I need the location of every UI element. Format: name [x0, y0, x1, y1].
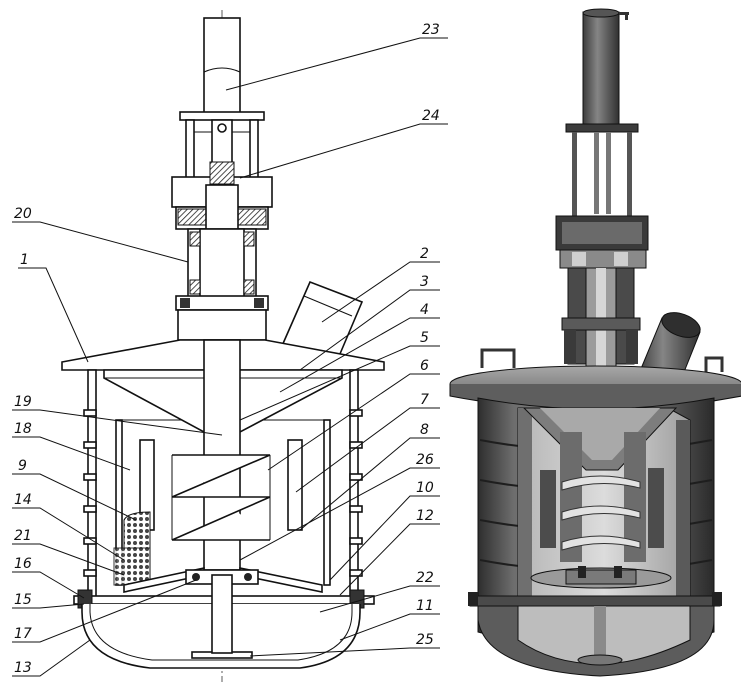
section-drawing: 23 24 20 2 1 3 4 5 6 19 7 18 8 26 9 10 1… [12, 10, 448, 682]
callout-26: 26 [416, 452, 434, 468]
callout-15: 15 [14, 592, 32, 608]
callout-4: 4 [420, 302, 429, 318]
callout-23: 23 [422, 22, 440, 38]
callout-6: 6 [420, 358, 429, 374]
ribs-left [83, 409, 97, 577]
callout-20: 20 [14, 206, 32, 222]
callout-16: 16 [14, 556, 32, 572]
callout-labels: 23 24 20 2 1 3 4 5 6 19 7 18 8 26 9 10 1… [14, 22, 440, 676]
callout-7: 7 [420, 392, 429, 408]
cutaway-render [449, 8, 741, 677]
callout-21: 21 [14, 528, 32, 544]
callout-19: 19 [14, 394, 32, 410]
callout-14: 14 [14, 492, 32, 508]
callout-24: 24 [422, 108, 440, 124]
ribs-right [349, 409, 363, 577]
callout-3: 3 [420, 274, 429, 290]
callout-17: 17 [14, 626, 32, 642]
leader-lines [12, 37, 448, 677]
callout-18: 18 [14, 421, 32, 437]
callout-11: 11 [416, 598, 434, 614]
callout-12: 12 [416, 508, 434, 524]
callout-9: 9 [18, 458, 27, 474]
callout-8: 8 [420, 422, 429, 438]
callout-25: 25 [416, 632, 434, 648]
callout-22: 22 [416, 570, 434, 586]
callout-1: 1 [20, 252, 29, 268]
callout-13: 13 [14, 660, 32, 676]
callout-5: 5 [420, 330, 429, 346]
callout-2: 2 [420, 246, 429, 262]
callout-10: 10 [416, 480, 434, 496]
